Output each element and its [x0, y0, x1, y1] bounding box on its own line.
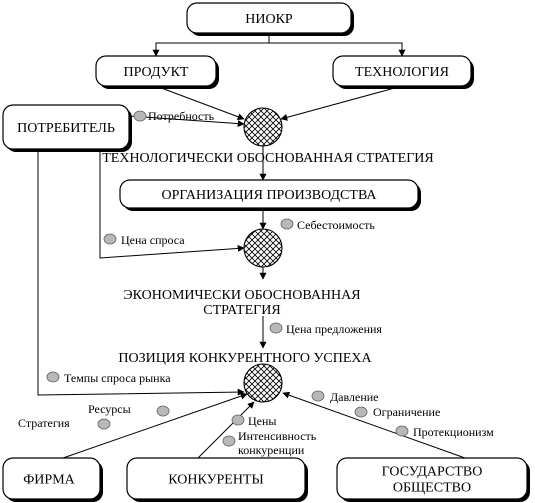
produkt-box-label: ПРОДУКТ: [123, 65, 188, 80]
organizatsiya-box: [119, 179, 419, 209]
strategiya-label: Стратегия: [18, 416, 70, 430]
potrebitel-box: [2, 104, 130, 150]
technology-junction-node: [243, 107, 283, 147]
gosudarstvo-box-label-2: ОБЩЕСТВО: [393, 481, 471, 496]
sebestoimost-label: Себестоимость: [297, 218, 375, 232]
potrebnost-label: Потребность: [148, 109, 215, 123]
firma-box-label: ФИРМА: [23, 473, 75, 488]
tseny-label: Цены: [248, 414, 276, 428]
tech-strategy-heading: ТЕХНОЛОГИЧЕСКИ ОБОСНОВАННАЯ СТРАТЕГИЯ: [102, 151, 434, 166]
tekhnologiya-to-node1-line: [280, 85, 403, 121]
resursy-label: Ресурсы: [88, 402, 131, 416]
gosudarstvo-to-node3-line: [282, 391, 466, 459]
firma-box: [2, 457, 101, 500]
konkurenty-box-label: КОНКУРЕНТЫ: [168, 473, 263, 488]
gosudarstvo-box: [336, 457, 528, 500]
ogranichenie-label: Ограничение: [373, 405, 440, 419]
produkt-box: [95, 55, 217, 87]
produkt-to-node1-line: [155, 85, 245, 121]
konkurenty-to-node3-line: [197, 401, 255, 459]
intensivnost-label-2: конкуренции: [238, 443, 305, 457]
gosudarstvo-box-label-1: ГОСУДАРСТВО: [382, 465, 483, 480]
potrebitel-to-node1-line: [128, 115, 245, 128]
potrebitel-to-node3-line: [37, 149, 245, 396]
konkurenty-box: [126, 457, 306, 500]
tsena-predlozheniya-marker: [269, 322, 283, 334]
intensivnost-marker: [222, 435, 236, 447]
tempy-sprosa-marker: [46, 371, 60, 383]
diagram-labels: НИОКР ПРОДУКТ ТЕХНОЛОГИЯ ПОТРЕБИТЕЛЬ ОРГАНИЗ…: [17, 12, 494, 496]
success-junction-node: [243, 363, 283, 403]
resursy-marker: [156, 405, 170, 417]
potrebnost-marker: [133, 110, 147, 122]
protektsionizm-label: Протекционизм: [413, 425, 494, 439]
strategiya-marker: [97, 418, 111, 430]
niokr-box: [186, 2, 352, 34]
tsena-predlozheniya-label: Цена предложения: [286, 322, 382, 336]
protektsionizm-marker: [395, 425, 409, 437]
connector-lines: [37, 33, 466, 459]
organizatsiya-box-label: ОРГАНИЗАЦИЯ ПРОИЗВОДСТВА: [161, 188, 377, 203]
junction-nodes: [243, 107, 283, 403]
sebestoimost-marker: [280, 218, 294, 230]
tekhnologiya-box: [332, 55, 472, 87]
niokr-to-tekhnologiya-line: [269, 42, 406, 57]
intensivnost-label: Интенсивность: [238, 429, 317, 443]
economic-junction-node: [243, 228, 283, 268]
potrebitel-to-node2-line: [99, 149, 245, 259]
tseny-marker: [231, 414, 245, 426]
factor-markers: [46, 110, 409, 447]
firma-to-node3-line: [62, 392, 248, 459]
ogranichenie-marker: [354, 406, 368, 418]
econ-strategy-heading-1: ЭКОНОМИЧЕСКИ ОБОСНОВАННАЯ: [123, 288, 360, 303]
davlenie-marker: [311, 390, 325, 402]
tekhnologiya-box-label: ТЕХНОЛОГИЯ: [355, 65, 449, 80]
potrebitel-box-label: ПОТРЕБИТЕЛЬ: [17, 121, 115, 136]
tsena-sprosa-label: Цена спроса: [121, 233, 185, 247]
econ-strategy-heading-2: СТРАТЕГИЯ: [203, 303, 280, 318]
position-heading: ПОЗИЦИЯ КОНКУРЕНТНОГО УСПЕХА: [118, 351, 372, 366]
davlenie-label: Давление: [330, 390, 379, 404]
tsena-sprosa-marker: [103, 233, 117, 245]
tempy-sprosa-label: Темпы спроса рынка: [64, 371, 171, 385]
niokr-box-label: НИОКР: [245, 12, 293, 27]
niokr-to-produkt-line: [152, 42, 269, 57]
